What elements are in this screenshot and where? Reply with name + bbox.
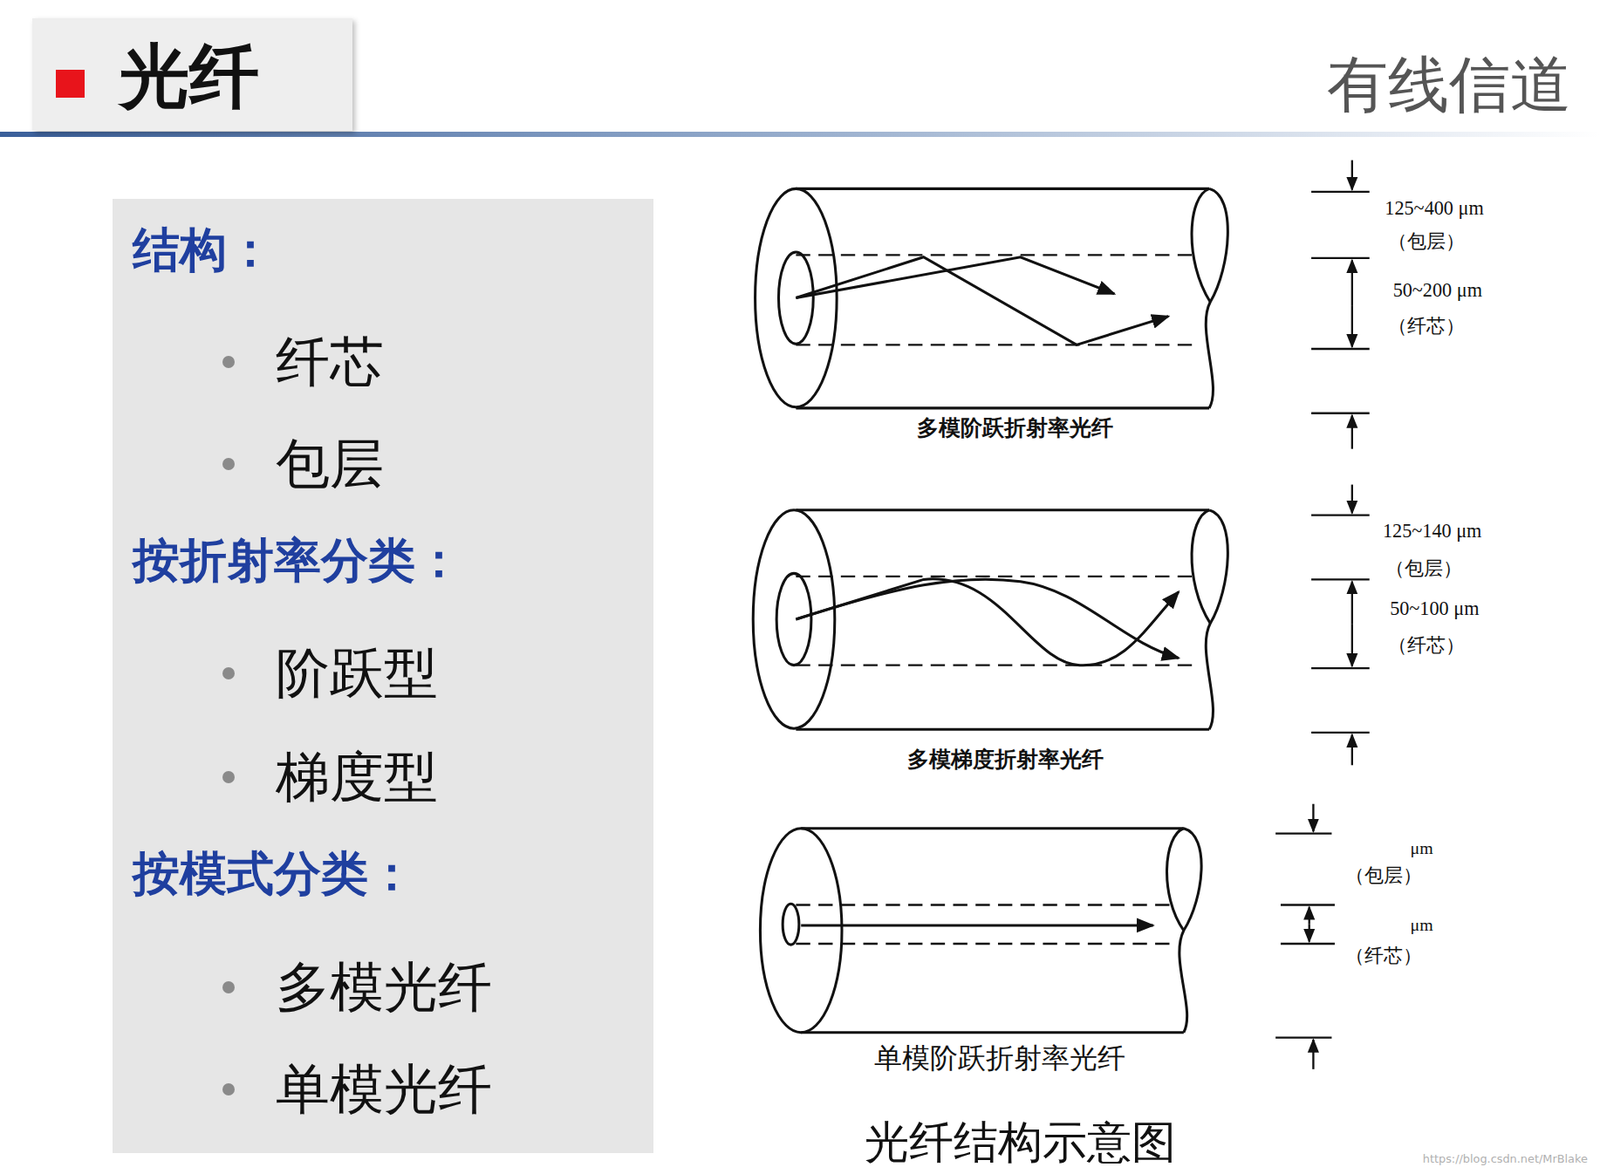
bullet-item: 阶跃型 <box>275 642 438 705</box>
layer-label: （纤芯） <box>1345 944 1423 968</box>
dimension-label: 125~400 μm <box>1384 197 1484 220</box>
layer-label: （包层） <box>1388 230 1465 253</box>
category-panel: 结构：纤芯包层按折射率分类： 阶跃型梯度型按模式分类： 多模光纤单模光纤 <box>112 198 654 1154</box>
bullet-item: 纤芯 <box>275 331 384 394</box>
bullet-dot <box>222 355 235 369</box>
bullet-item: 多模光纤 <box>275 957 493 1019</box>
dimension-label: 50~200 μm <box>1393 280 1483 303</box>
section-name: 有线信道 <box>1326 49 1572 121</box>
multimode-step-fiber <box>755 188 1229 408</box>
bullet-dot <box>222 667 235 680</box>
bullet-item: 单模光纤 <box>275 1059 493 1122</box>
layer-label: （纤芯） <box>1388 635 1465 658</box>
dimension-label: 50~100 μm <box>1389 598 1479 622</box>
bullet-dot <box>222 981 235 994</box>
dimension-label: 125~140 μm <box>1382 520 1482 544</box>
watermark: https://blog.csdn.net/MrBlake <box>1422 1152 1588 1166</box>
bullet-item: 梯度型 <box>275 746 438 809</box>
category-heading: 结构： <box>132 223 274 278</box>
fiber-caption: 单模阶跃折射率光纤 <box>874 1042 1126 1074</box>
dimension-marks <box>1275 160 1370 1070</box>
bullet-dot <box>222 1083 235 1096</box>
layer-label: （包层） <box>1345 864 1423 888</box>
figure-caption: 光纤结构示意图 <box>864 1116 1177 1169</box>
category-heading: 按模式分类： <box>132 847 416 902</box>
header-rule <box>0 131 1600 137</box>
title-box: 光纤 <box>32 18 352 131</box>
slide-title: 光纤 <box>119 36 260 117</box>
singlemode-step-fiber <box>759 828 1202 1033</box>
bullet-item: 包层 <box>275 433 384 496</box>
layer-label: （纤芯） <box>1388 315 1465 339</box>
bullet-dot <box>222 458 235 471</box>
layer-label: （包层） <box>1385 557 1463 581</box>
bullet-dot <box>222 771 235 784</box>
red-square <box>55 69 85 99</box>
unit-label: μm <box>1410 914 1434 935</box>
fiber-caption: 多模梯度折射率光纤 <box>907 747 1104 773</box>
unit-label: μm <box>1410 838 1434 859</box>
multimode-graded-fiber <box>752 510 1228 730</box>
category-heading: 按折射率分类： <box>132 533 463 589</box>
fiber-caption: 多模阶跃折射率光纤 <box>916 416 1114 441</box>
